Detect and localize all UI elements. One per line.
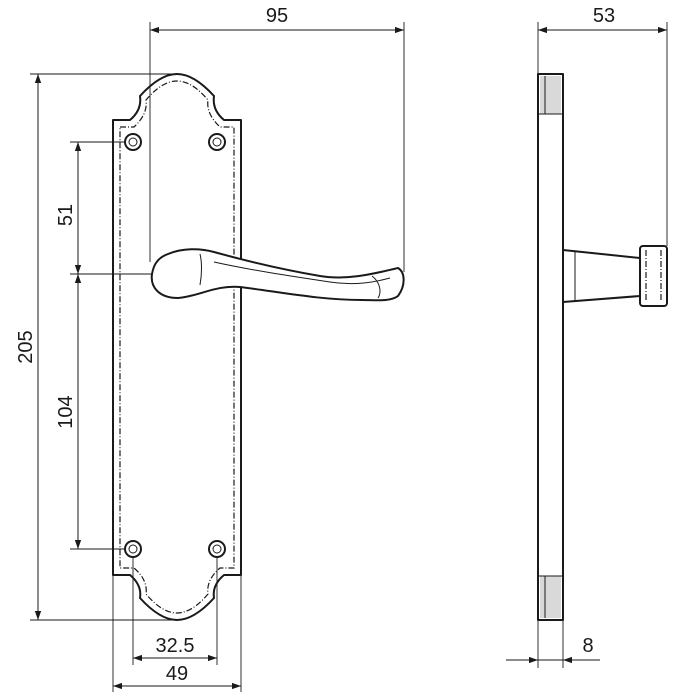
dim-plate-width: 49 <box>112 575 242 692</box>
plate-thickness-label: 8 <box>582 635 593 657</box>
backplate-bevel <box>119 80 235 614</box>
dim-plate-thickness: 8 <box>506 620 600 668</box>
side-plate-top-chamfer <box>540 76 561 114</box>
upper-spacing-label: 51 <box>55 204 77 226</box>
dim-hole-horizontal-spacing: 32.5 <box>132 557 218 665</box>
screw-hole-bottom-right <box>208 540 226 558</box>
projection-depth-label: 53 <box>593 5 615 27</box>
lever-tip-detail <box>371 275 381 299</box>
plate-width-label: 49 <box>166 663 188 685</box>
lever-end <box>639 245 668 307</box>
lower-spacing-label: 104 <box>55 395 77 428</box>
front-view <box>112 73 405 621</box>
dim-overall-height: 205 <box>15 73 180 621</box>
backplate-outline <box>112 73 242 621</box>
dim-lower-spacing: 104 <box>55 274 125 550</box>
overall-width-label: 95 <box>266 5 288 27</box>
hole-spacing-label: 32.5 <box>156 635 195 657</box>
side-plate <box>537 73 564 621</box>
dim-upper-spacing: 51 <box>55 141 152 275</box>
side-plate-bottom-chamfer <box>540 576 561 618</box>
lever-inner-detail <box>199 253 202 286</box>
screw-hole-top-left <box>124 133 142 151</box>
dim-overall-width: 95 <box>149 5 405 272</box>
lever-handle <box>150 248 405 302</box>
screw-hole-bottom-left <box>124 540 142 558</box>
overall-height-label: 205 <box>15 330 37 363</box>
screw-hole-top-right <box>208 133 226 151</box>
lever-edge-highlight <box>213 261 391 285</box>
dim-projection-depth: 53 <box>537 5 668 246</box>
side-view <box>537 73 668 621</box>
